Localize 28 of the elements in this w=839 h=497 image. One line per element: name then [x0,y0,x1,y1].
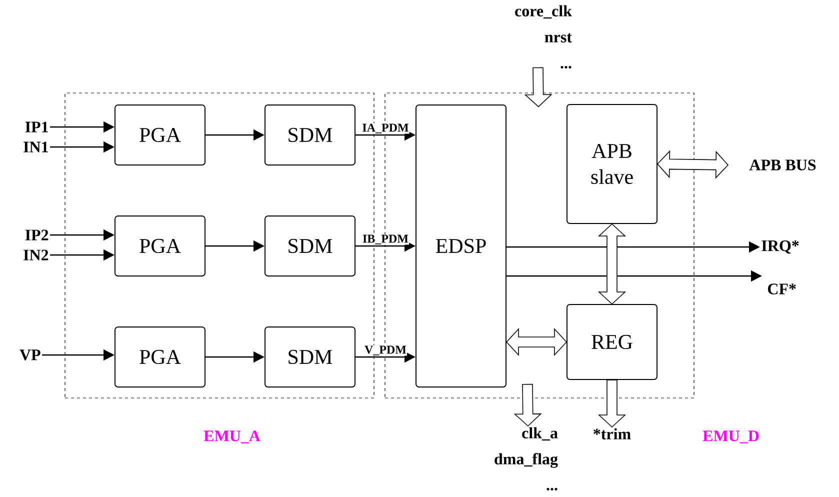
block-box: REG [566,304,658,380]
block-arrow [598,380,626,428]
edge-label: IB_PDM [362,234,409,245]
signal-label: IRQ* [762,240,799,254]
signal-label: IP2 [25,230,48,240]
signal-label: CF* [768,284,796,294]
signal-label: IN2 [24,250,48,260]
block-box: PGA [114,326,206,388]
block-arrow [514,384,542,427]
signal-label: core_clk nrst ... [515,5,572,69]
block-box: PGA [114,104,206,166]
signal-label: APB BUS [749,160,816,170]
signal-label: VP [20,350,40,360]
block-box: SDM [264,216,356,276]
group-label: EMU_D [702,430,759,444]
block-box: PGA [114,216,206,276]
block-box: SDM [264,104,356,166]
signal-label: IP1 [25,122,48,132]
group-label: EMU_A [204,430,260,444]
block-box: EDSP [416,104,506,388]
block-arrow [524,67,552,108]
block-box: SDM [264,326,356,388]
block-box: APB slave [566,104,658,224]
edge-label: V_PDM [364,345,407,356]
signal-label: *trim [594,428,631,440]
signal-label: IN1 [24,142,48,152]
signal-label: clk_a dma_flag ... [494,427,558,490]
edge-label: IA_PDM [362,123,410,134]
